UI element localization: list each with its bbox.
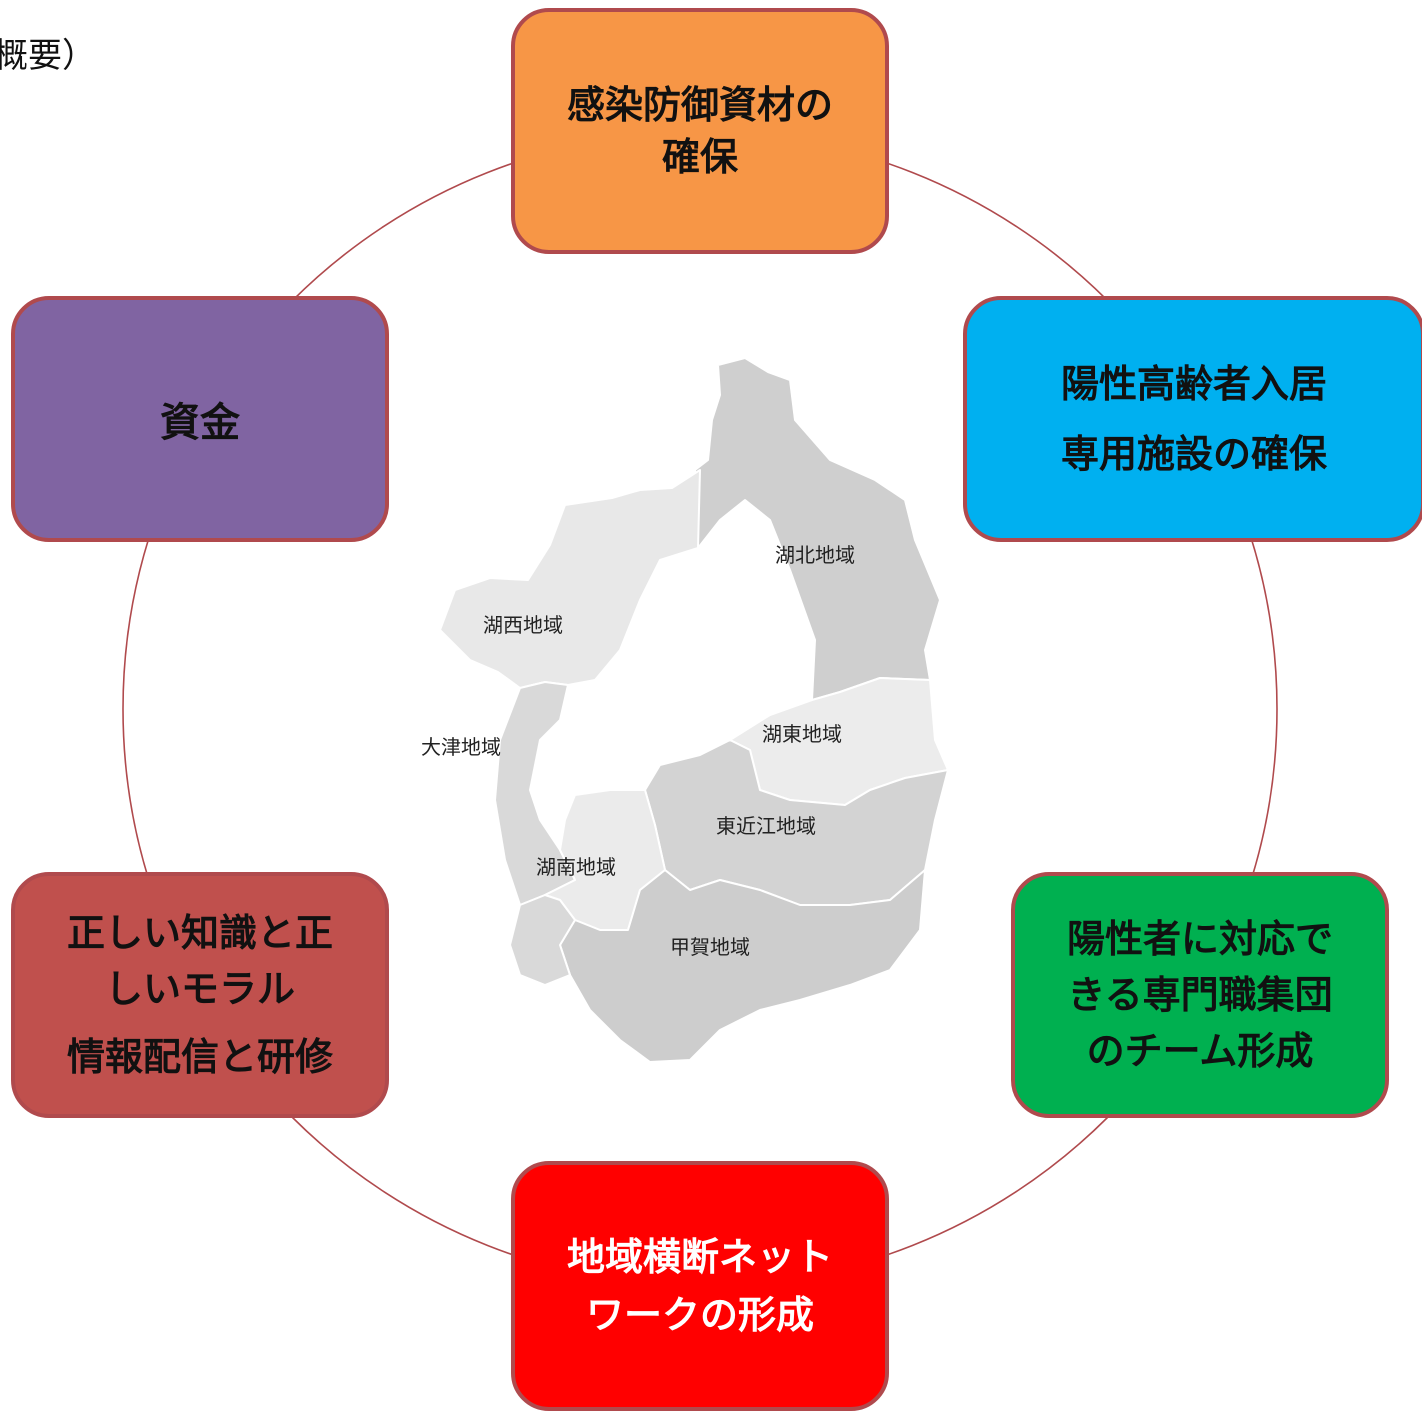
node-specialist-team: 陽性者に対応で きる専門職集団 のチーム形成 (1011, 872, 1389, 1118)
node-line: ワークの形成 (585, 1293, 814, 1337)
label-kohoku: 湖北地域 (775, 543, 855, 567)
node-line: 地域横断ネット (566, 1235, 833, 1279)
region-kosei (439, 469, 701, 689)
node-line: 情報配信と研修 (66, 1035, 333, 1079)
node-line: 正しい知識と正 (66, 911, 333, 955)
node-funding: 資金 (11, 296, 389, 542)
node-line: 陽性高齢者入居 (1060, 362, 1327, 406)
label-otsu: 大津地域 (421, 735, 501, 759)
node-line: 確保 (661, 135, 738, 179)
label-konan: 湖南地域 (536, 855, 616, 879)
node-infection-protection-supplies: 感染防御資材の 確保 (511, 8, 889, 254)
label-higashiomi: 東近江地域 (716, 814, 816, 838)
label-kosei: 湖西地域 (483, 613, 563, 637)
region-otsu-south (509, 894, 576, 986)
node-line: 資金 (160, 400, 240, 446)
node-knowledge-and-training: 正しい知識と正 しいモラル 情報配信と研修 (11, 872, 389, 1118)
node-line: 専用施設の確保 (1060, 432, 1327, 476)
node-dedicated-facility: 陽性高齢者入居 専用施設の確保 (963, 296, 1422, 542)
node-line: きる専門職集団 (1067, 973, 1333, 1017)
node-line: しいモラル (104, 967, 295, 1011)
node-line: 陽性者に対応で (1066, 917, 1333, 961)
label-koka: 甲賀地域 (670, 935, 750, 959)
node-cross-region-network: 地域横断ネット ワークの形成 (511, 1161, 889, 1411)
node-line: 感染防御資材の (566, 83, 833, 127)
node-line: のチーム形成 (1086, 1029, 1314, 1073)
region-kohoku (694, 357, 941, 701)
page-title-fragment: 概要） (0, 36, 96, 76)
shiga-region-map: 湖北地域 湖西地域 湖東地域 大津地域 東近江地域 湖南地域 甲賀地域 (421, 357, 949, 1063)
label-koto: 湖東地域 (762, 722, 842, 746)
